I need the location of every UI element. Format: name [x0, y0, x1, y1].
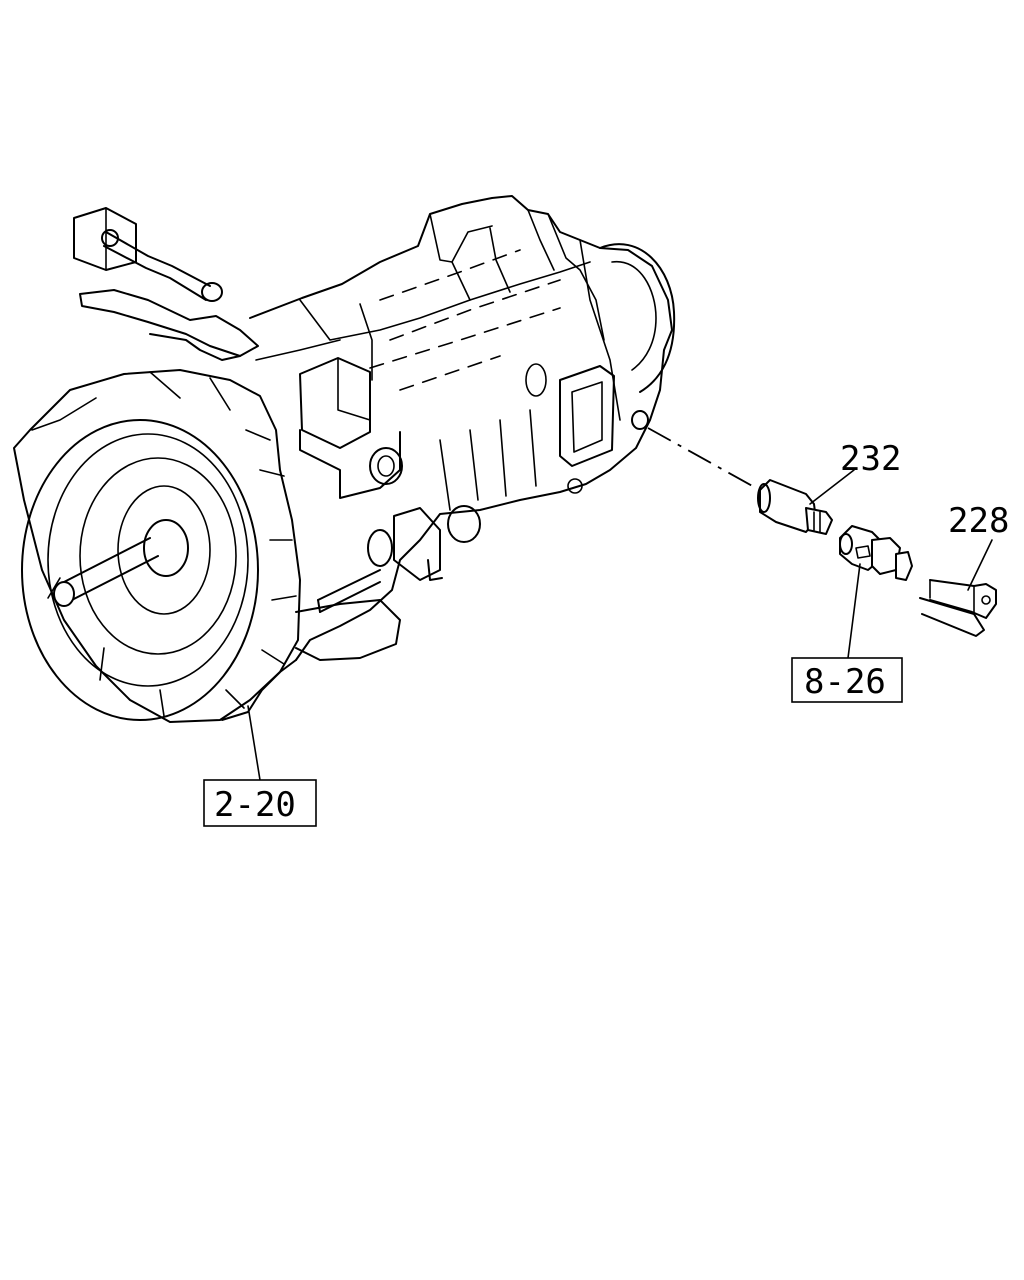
ref-label-2-20: 2-20 [214, 785, 296, 825]
callout-232-label: 232 [840, 439, 901, 479]
callout-2-20: 2-20 [203, 705, 317, 827]
ref-box-8-26 [791, 657, 903, 703]
callout-8-26: 8-26 [791, 563, 903, 703]
assembly-centerline [647, 427, 757, 489]
adapter-part-232[interactable] [757, 479, 833, 535]
callout-232: 232 [809, 439, 901, 505]
ref-box-2-20 [203, 779, 317, 827]
transmission-assembly [13, 195, 676, 723]
callout-228-label: 228 [948, 501, 1009, 541]
sensor-switch-part-8-26[interactable] [839, 525, 913, 581]
connector-clip-part-228[interactable] [919, 579, 997, 637]
ref-label-8-26: 8-26 [804, 662, 886, 702]
callout-228: 228 [948, 501, 1009, 591]
